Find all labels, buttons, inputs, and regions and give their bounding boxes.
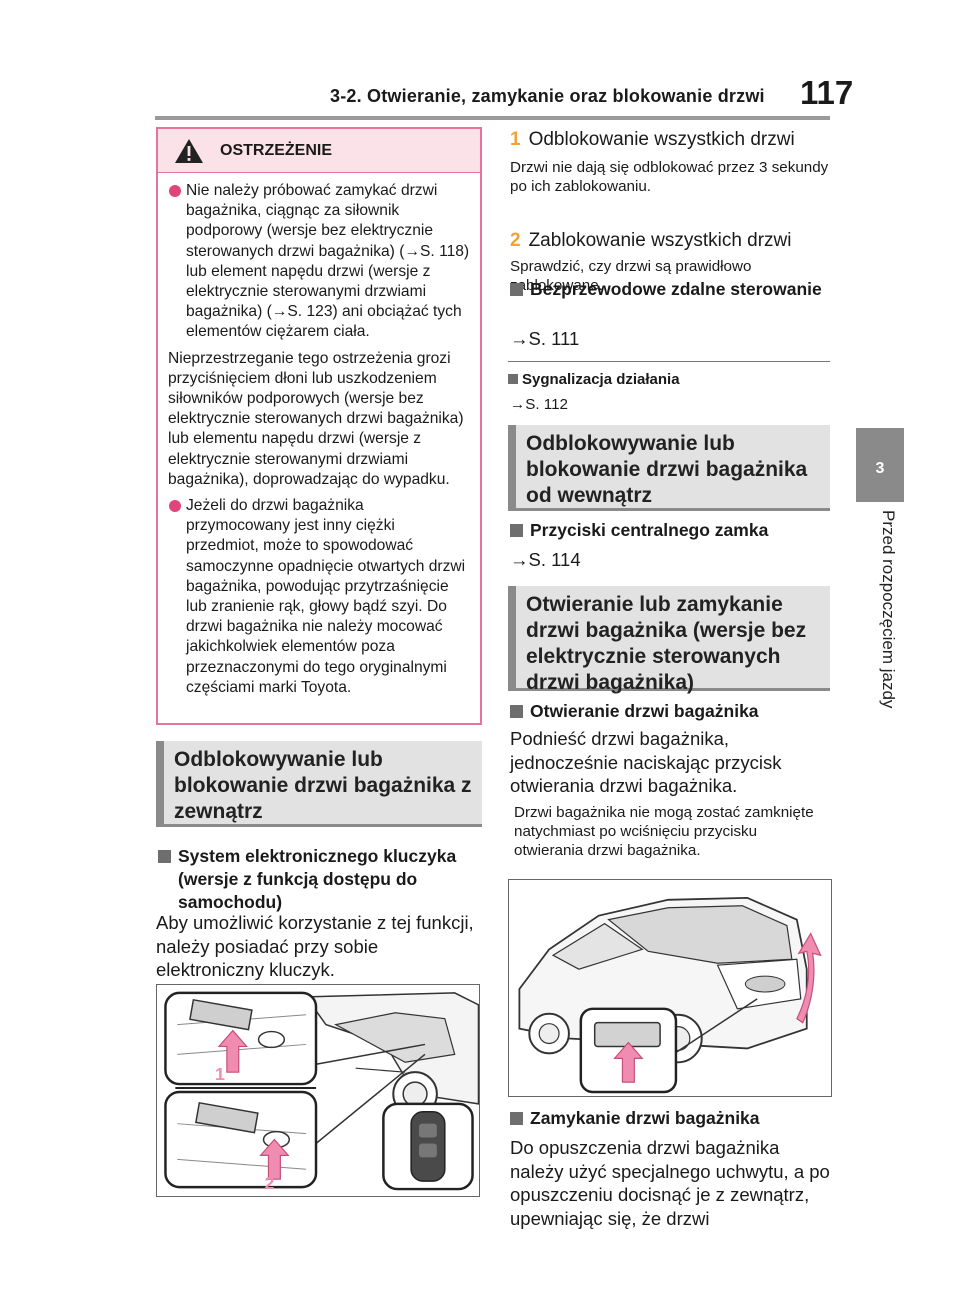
signal-page-ref[interactable]: →S. 112 [510,396,568,413]
closing-body: Do opuszczenia drzwi bagażnika należy uż… [510,1137,830,1229]
step-2-title: Zablokowanie wszystkich drzwi [528,230,792,251]
opening-body: Podnieść drzwi bagażnika, jednocześnie n… [510,728,782,796]
step-1-number: 1 [510,129,521,150]
illustration-door-handle: 1 2 [156,984,480,1197]
smart-key-body: Aby umożliwić korzystanie z tej funkcji,… [156,912,474,980]
tailgate-drawing [518,896,822,1094]
section-heading-outside: Odblokowywanie lub blokowanie drzwi baga… [156,741,482,827]
warning-paragraph: Nieprzestrzeganie tego ostrzeżenia grozi… [168,349,464,488]
step-2-number: 2 [510,230,521,251]
chapter-number: 3 [875,460,885,477]
opening-note: Drzwi bagażnika nie mogą zostać zamknięt… [514,804,814,859]
warning-title: OSTRZEŻENIE [220,141,333,159]
step-2-note: Sprawdzić, czy drzwi są prawidłowo zablo… [510,258,752,294]
subheading-opening: Otwieranie drzwi bagażnika [508,700,830,723]
wireless-page-ref[interactable]: →S. 111 [510,328,580,349]
section-heading-inside: Odblokowywanie lub blokowanie drzwi baga… [508,425,830,511]
step-1-note: Drzwi nie dają się odblokować przez 3 se… [510,159,829,195]
section-heading-open-close: Otwieranie lub zamykanie drzwi bagażnika… [508,586,830,694]
subheading-smart-key: System elektronicznego kluczyka (wersje … [156,845,482,914]
warning-triangle-icon [175,138,203,163]
illustration-tailgate [508,879,832,1097]
running-header: 3-2. Otwieranie, zamykanie oraz blokowan… [330,86,765,106]
door-handle-drawing: 1 2 [164,991,479,1193]
step-1-title: Odblokowanie wszystkich drzwi [528,129,795,150]
header-rule [155,116,830,120]
chapter-tab[interactable]: 3 [856,428,904,502]
illustration-label-1: 1 [215,1064,225,1084]
subheading-wireless: Bezprzewodowe zdalne sterowanie [508,278,830,301]
subheading-signal: Sygnalizacja działania [508,371,830,388]
central-lock-page-ref[interactable]: →S. 114 [510,549,581,570]
subheading-central-lock: Przyciski centralnego zamka [508,519,830,542]
warning-bullet-1: Nie należy próbować zamykać drzwi bagażn… [168,181,470,343]
chapter-title: Przed rozpoczęciem jazdy [879,510,898,709]
page-number: 117 [800,74,854,111]
subheading-closing: Zamykanie drzwi bagażnika [508,1107,830,1130]
warning-header: OSTRZEŻENIE [158,129,480,173]
warning-box: OSTRZEŻENIE Nie należy próbować zamykać … [156,127,482,725]
divider-rule [508,361,830,362]
illustration-label-2: 2 [265,1173,275,1193]
warning-bullet-2: Jeżeli do drzwi bagażnika przymocowany j… [168,496,470,698]
